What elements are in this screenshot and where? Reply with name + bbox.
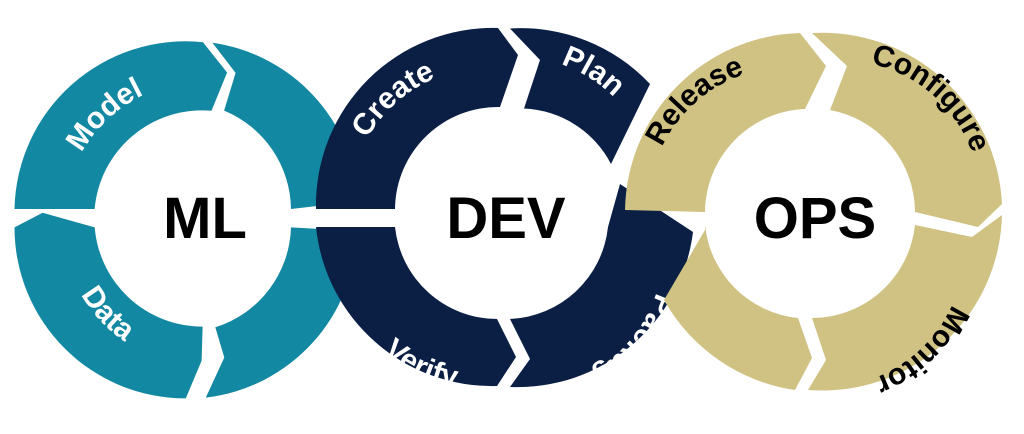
dev-cycle: Create Plan Package Verify DEV (315, 27, 693, 403)
dev-center-title: DEV (446, 186, 566, 251)
ops-cycle: Release Configure Monitor OPS (625, 32, 1002, 402)
ml-arc-bottom-right (205, 227, 357, 398)
ops-arc-release (625, 33, 826, 212)
dev-arc-plan (510, 28, 650, 164)
ops-arc-bottom-left (664, 225, 812, 390)
ops-center-title: OPS (754, 186, 877, 251)
ml-arc-bottom-left (14, 212, 203, 399)
ml-cycle: Model Data ML (14, 41, 358, 399)
ml-arc-top-left (14, 41, 228, 210)
ops-arc-configure (812, 32, 1002, 228)
dev-arc-verify (316, 227, 516, 387)
ml-center-title: ML (163, 186, 247, 251)
dev-arc-create (315, 27, 518, 209)
ops-arc-monitor (808, 215, 1002, 391)
dev-arc-package (510, 184, 693, 388)
